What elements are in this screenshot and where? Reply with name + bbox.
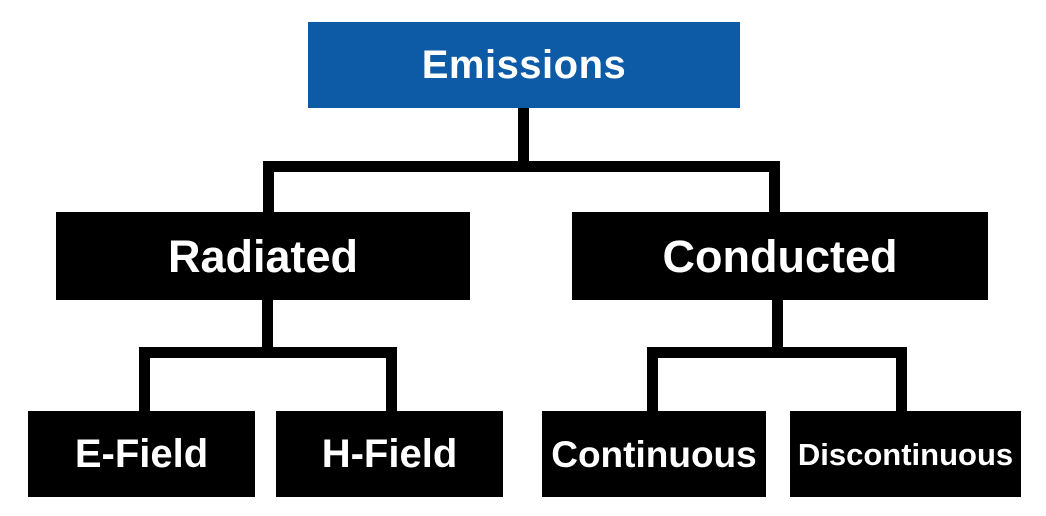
- node-continuous: Continuous: [542, 411, 766, 497]
- connector-level1-horizontal: [263, 161, 780, 172]
- connector-discontinuous-drop: [896, 347, 907, 411]
- connector-radiated-stem: [262, 300, 273, 357]
- connector-h-field-drop: [386, 347, 397, 411]
- node-discontinuous: Discontinuous: [790, 411, 1021, 497]
- connector-conducted-horizontal: [647, 347, 907, 358]
- connector-radiated-drop: [263, 161, 274, 212]
- node-e-field: E-Field: [28, 411, 255, 497]
- node-h-field: H-Field: [276, 411, 503, 497]
- connector-conducted-stem: [772, 300, 783, 357]
- connector-radiated-horizontal: [139, 347, 397, 358]
- node-conducted: Conducted: [572, 212, 988, 300]
- connector-continuous-drop: [647, 347, 658, 411]
- connector-conducted-drop: [769, 161, 780, 212]
- node-radiated: Radiated: [56, 212, 470, 300]
- connector-emissions-stem: [518, 108, 529, 168]
- node-emissions: Emissions: [308, 22, 740, 108]
- connector-e-field-drop: [139, 347, 150, 411]
